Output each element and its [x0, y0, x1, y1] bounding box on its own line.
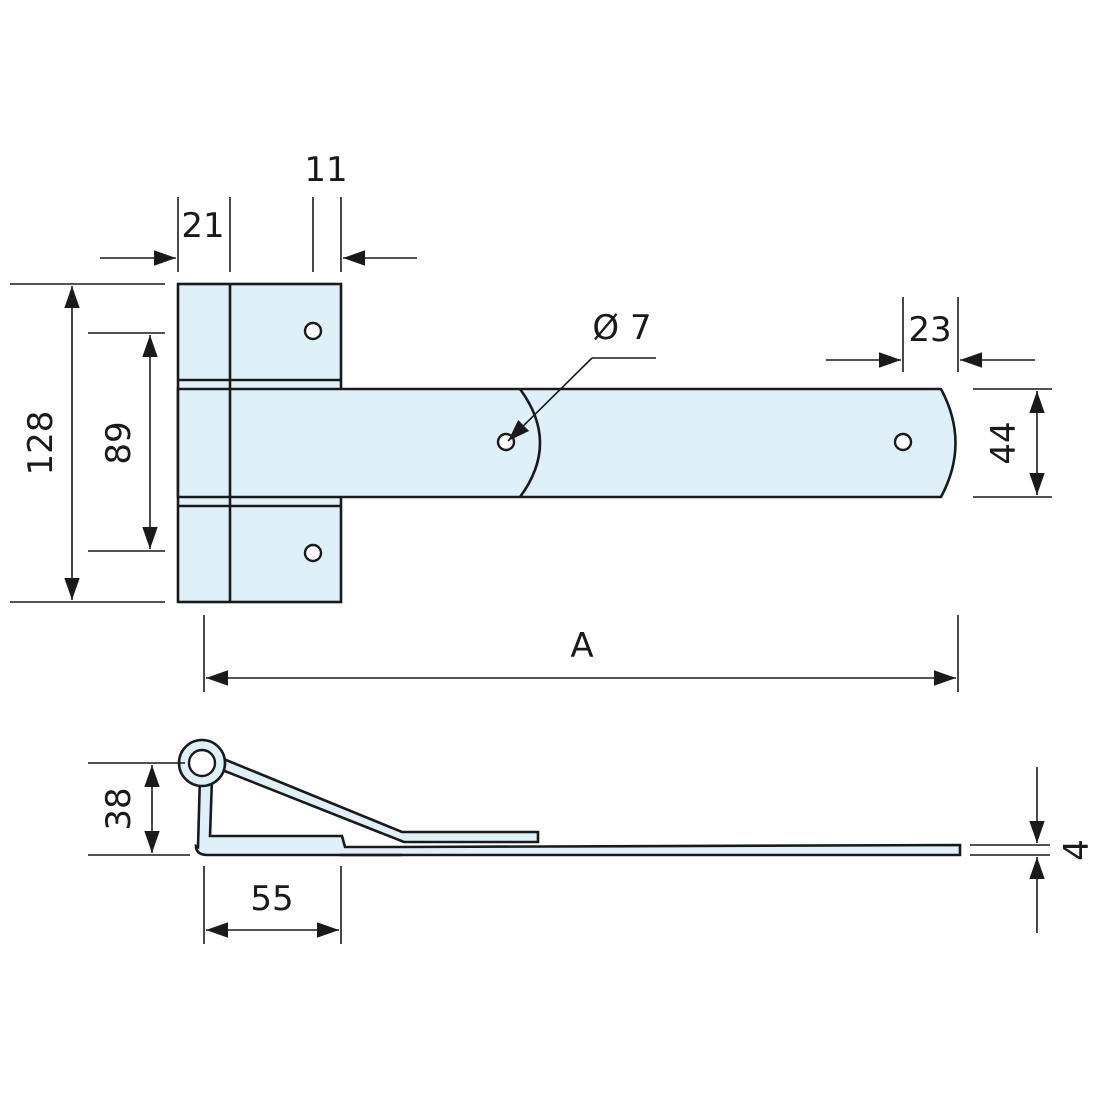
dim-label-diameter: Ø 7 [592, 308, 651, 348]
side-leaf-profile [208, 758, 540, 844]
dimension-44: 44 [973, 388, 1052, 498]
dimension-38: 38 [88, 762, 190, 856]
side-knuckle-pin [187, 748, 217, 778]
dim-label-44: 44 [984, 421, 1024, 464]
dimension-4: 4 [970, 767, 1097, 933]
top-view: 21 11 128 89 Ø 7 [10, 150, 1052, 692]
dim-label-89: 89 [99, 421, 139, 464]
dim-label-128: 128 [21, 411, 61, 476]
dim-label-23: 23 [908, 310, 951, 350]
dimension-55: 55 [203, 866, 342, 944]
dim-label-55: 55 [250, 879, 293, 919]
plate-hole-top [303, 321, 323, 341]
dim-label-4: 4 [1057, 839, 1097, 861]
plate-hole-bottom [303, 543, 323, 563]
dim-label-A: A [570, 626, 593, 666]
dimension-23: 23 [826, 297, 1035, 372]
dimension-21: 21 [100, 197, 231, 272]
side-view: 38 55 4 [88, 738, 1097, 944]
dimension-hole-diameter: Ø 7 [507, 308, 656, 442]
hinge-strap [176, 387, 957, 499]
dimension-128: 128 [10, 283, 165, 603]
dimension-11: 11 [304, 150, 417, 272]
dim-label-38: 38 [99, 787, 139, 830]
dim-label-11: 11 [304, 150, 347, 190]
side-strap-profile [194, 773, 962, 857]
strap-bend-curve [518, 388, 542, 498]
dimension-A: A [203, 615, 959, 692]
strap-hole-end [893, 432, 913, 452]
dim-label-21: 21 [181, 206, 224, 246]
dimension-89: 89 [88, 332, 165, 552]
